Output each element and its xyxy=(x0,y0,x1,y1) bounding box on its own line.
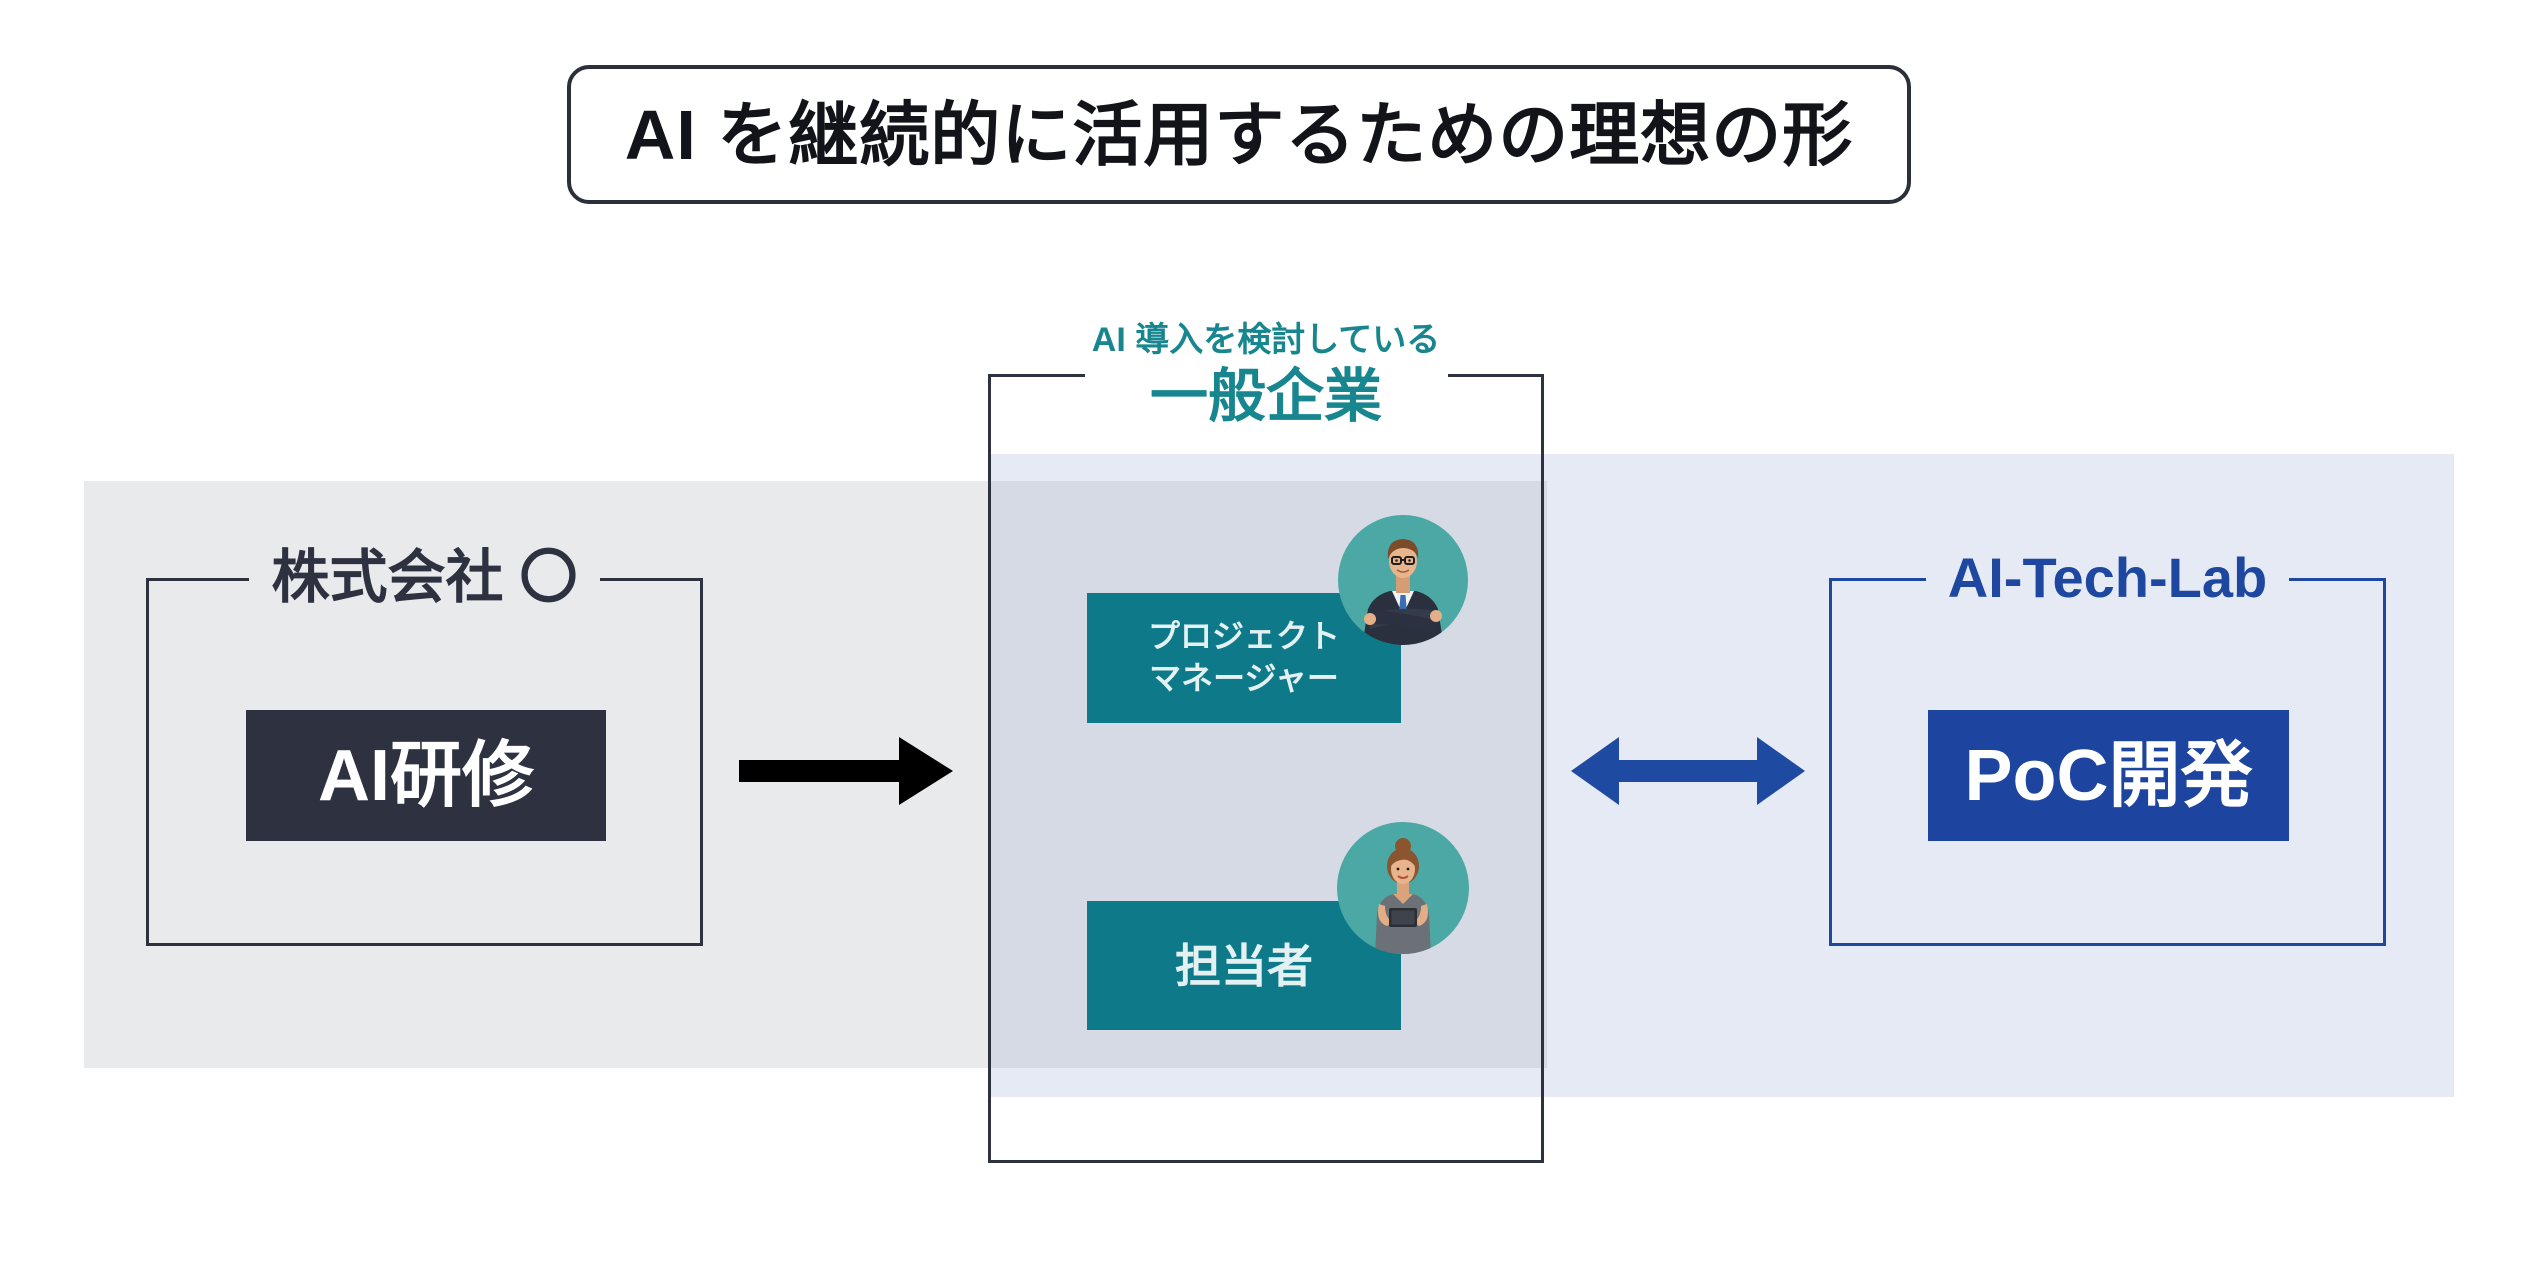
general-company-subtitle: AI 導入を検討している xyxy=(1091,321,1441,359)
ai-training-card: AI研修 xyxy=(246,710,606,841)
ai-tech-lab-label: AI-Tech-Lab xyxy=(1925,550,2290,606)
ai-tech-lab-label-row: AI-Tech-Lab xyxy=(1829,546,2386,610)
staff-label: 担当者 xyxy=(1175,939,1313,992)
project-manager-label-line-1: プロジェクト xyxy=(1147,618,1340,655)
general-company-label: 一般企業 xyxy=(1149,364,1382,429)
right-arrow-icon xyxy=(739,737,953,805)
training-company-label: 株式会社 〇 xyxy=(249,549,600,607)
training-company-label-row: 株式会社 〇 xyxy=(146,546,703,610)
general-company-label-row: AI 導入を検討している 一般企業 xyxy=(988,318,1544,432)
double-arrow-icon xyxy=(1571,737,1805,805)
general-company-label-block: AI 導入を検討している 一般企業 xyxy=(1084,318,1448,432)
poc-development-card: PoC開発 xyxy=(1928,710,2289,841)
project-manager-label-line-2: マネージャー xyxy=(1149,660,1339,696)
businesswoman-icon xyxy=(1337,822,1469,954)
general-company-frame xyxy=(988,374,1544,1163)
businessman-icon xyxy=(1338,515,1468,645)
title-box: AI を継続的に活用するための理想の形 xyxy=(567,65,1911,204)
diagram-title: AI を継続的に活用するための理想の形 xyxy=(624,95,1854,174)
